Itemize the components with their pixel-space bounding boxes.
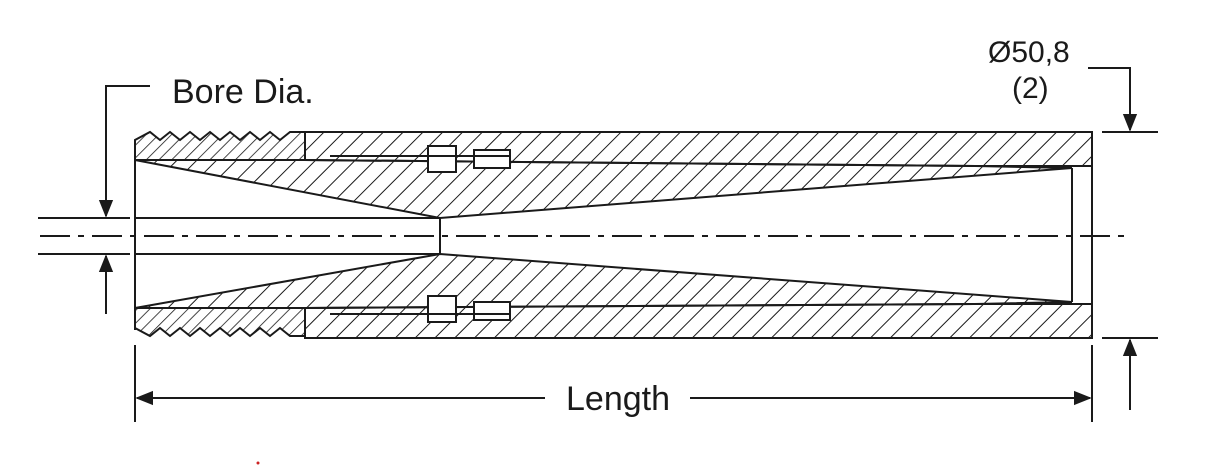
- lower-tube-wall: [304, 303, 1093, 339]
- length-dimension: [134, 345, 1093, 422]
- diameter-imperial-label: (2): [1012, 72, 1049, 105]
- lower-cone: [134, 252, 1073, 309]
- bore-dimension: [38, 85, 150, 314]
- upper-thread-shell: [134, 130, 306, 161]
- upper-slot-2: [473, 149, 511, 169]
- bore-leader: [98, 85, 150, 218]
- lower-wall: [134, 252, 1093, 339]
- outer-diameter-dimension: [1088, 67, 1158, 410]
- upper-wall: [134, 130, 1093, 220]
- upper-slot: [427, 145, 457, 173]
- lower-thread-shell: [134, 307, 306, 338]
- length-label: Length: [566, 380, 670, 418]
- diameter-metric-label: Ø50,8: [988, 36, 1070, 69]
- lower-slot: [427, 295, 457, 323]
- od-leader-top: [1088, 67, 1138, 132]
- upper-cone: [134, 159, 1073, 220]
- red-dot-marker: [256, 461, 260, 465]
- bore-dia-label: Bore Dia.: [172, 73, 314, 111]
- lower-slot-2: [473, 301, 511, 321]
